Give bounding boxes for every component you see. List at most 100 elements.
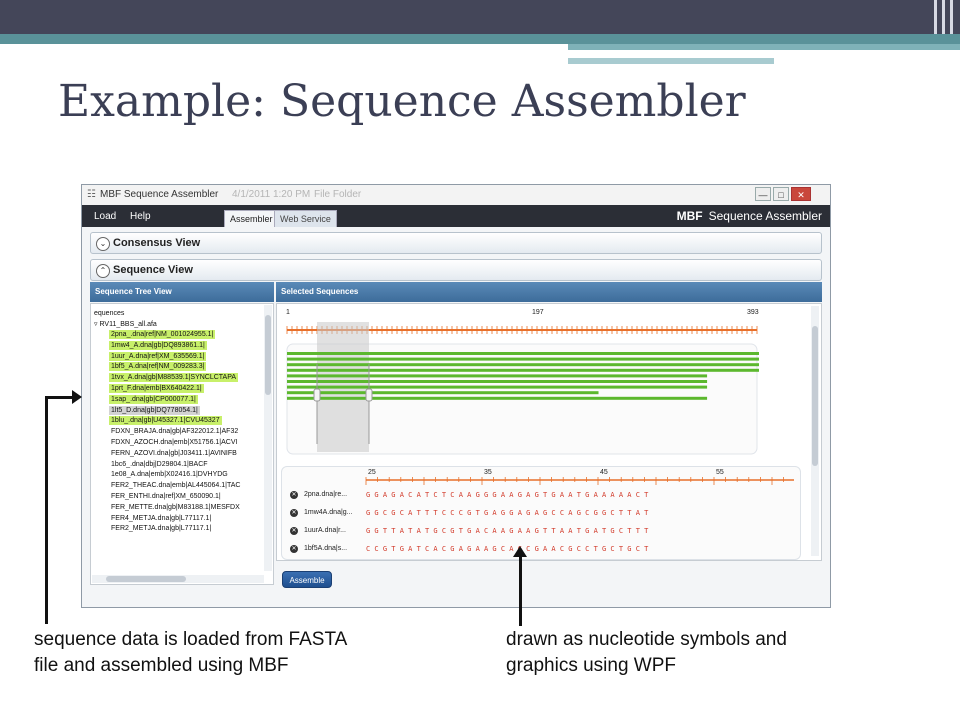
selected-vertical-scrollbar[interactable]: [811, 306, 819, 556]
tree-item[interactable]: FER_ENTHI.dna|ref|XM_650090.1|: [109, 493, 223, 500]
close-button[interactable]: ✕: [791, 187, 811, 201]
tree-item-label: 1sap_.dna|gb|CP000077.1|: [109, 394, 198, 404]
right-caption-line: drawn as nucleotide symbols and: [506, 629, 787, 650]
coverage-bar: [287, 352, 759, 355]
tab-web-service[interactable]: Web Service: [274, 210, 337, 227]
coverage-bar: [287, 368, 759, 372]
selection-right-handle[interactable]: [365, 388, 373, 402]
coverage-bar: [287, 391, 599, 395]
tree-item[interactable]: 1bc6_.dna|dbj|D29804.1|BACF: [109, 461, 210, 468]
remove-sequence-icon[interactable]: ✕: [290, 527, 298, 535]
nucleotide-sequence: C C G T G A T C A C G A G A A G C A G C …: [366, 545, 649, 553]
tree-item[interactable]: FDXN_AZOCH.dna|emb|X51756.1|ACVI: [109, 439, 239, 446]
left-caption-line: file and assembled using MBF: [34, 655, 289, 676]
tree-horizontal-scrollbar[interactable]: [92, 575, 264, 583]
tree-item-label: 1bf5_A.dna|ref|NM_009283.3|: [109, 362, 207, 372]
scroll-thumb[interactable]: [812, 326, 818, 466]
tree-item[interactable]: 1e08_A.dna|emb|X02416.1|DVHYDG: [109, 471, 230, 478]
tree-root[interactable]: equences: [94, 310, 125, 317]
tree-item-label: FER2_THEAC.dna|emb|AL445064.1|TAC: [111, 482, 241, 490]
tree-item[interactable]: 1lt5_D.dna|gb|DQ778054.1|: [109, 405, 200, 415]
window-title-ghost-text: File Folder: [314, 189, 362, 200]
menu-load[interactable]: Load: [94, 211, 117, 222]
tree-item[interactable]: 1bf5_A.dna|ref|NM_009283.3|: [109, 362, 207, 372]
sequence-row: ✕1mw4A.dna|g...: [290, 509, 353, 517]
tree-item-label: 1blu_.dna|gb|U45327.1|CVU45327: [109, 416, 222, 426]
tree-item[interactable]: 1uur_A.dna|ref|XM_635569.1|: [109, 351, 207, 361]
tree-item-label: 1prt_F.dna|emb|BX640422.1|: [109, 384, 204, 393]
coverage-bar: [287, 357, 759, 361]
selection-left-handle[interactable]: [313, 388, 321, 402]
ruler-start-label: 1: [286, 309, 290, 316]
remove-sequence-icon[interactable]: ✕: [290, 545, 298, 553]
chevron-up-icon[interactable]: ⌃: [96, 264, 110, 278]
scroll-thumb[interactable]: [265, 315, 271, 395]
tree-item[interactable]: FER_METTE.dna|gb|M83188.1|MESFDX: [109, 504, 242, 511]
maximize-button[interactable]: □: [773, 187, 789, 201]
remove-sequence-icon[interactable]: ✕: [290, 491, 298, 499]
tree-vertical-scrollbar[interactable]: [264, 305, 272, 571]
window-title-ghost-text: 4/1/2011 1:20 PM: [232, 189, 311, 200]
left-arrowhead-icon: [72, 390, 82, 404]
consensus-view-label: Consensus View: [113, 237, 201, 249]
sequence-view-expander[interactable]: ⌃ Sequence View: [90, 259, 822, 281]
nucleotide-sequence: G G A G A C A T C T C A A G G G A A G A …: [366, 491, 649, 499]
tree-item[interactable]: FERN_AZOVI.dna|gb|J03411.1|AVINIFB: [109, 450, 239, 457]
chevron-down-icon[interactable]: ⌄: [96, 237, 110, 251]
ruler-mid-label: 197: [532, 309, 544, 316]
right-caption: drawn as nucleotide symbols and graphics…: [506, 627, 787, 679]
sequence-tree-view: equences ▿ RV11_BBS_all.afa 2pna_.dna|re…: [90, 303, 274, 585]
tree-item-label: FERN_AZOVI.dna|gb|J03411.1|AVINIFB: [111, 449, 237, 457]
sequence-name: 1bf5A.dna|s...: [304, 545, 348, 552]
app-window: ☷ MBF Sequence Assembler 4/1/2011 1:20 P…: [81, 184, 831, 608]
sequence-row: ✕ 1bf5A.dna|s...: [290, 545, 347, 553]
slide-teal-band: [0, 34, 960, 44]
tree-item[interactable]: 1blu_.dna|gb|U45327.1|CVU45327: [109, 416, 222, 426]
detail-ruler-label: 25: [368, 469, 376, 476]
detail-ruler-label: 35: [484, 469, 492, 476]
tree-item[interactable]: 1sap_.dna|gb|CP000077.1|: [109, 394, 198, 404]
assemble-button[interactable]: Assemble: [282, 571, 332, 588]
tree-item-label: FDXN_BRAJA.dna|gb|AF322012.1|AF32: [111, 428, 239, 436]
window-titlebar: ☷ MBF Sequence Assembler 4/1/2011 1:20 P…: [82, 185, 830, 206]
coverage-bars: [287, 352, 759, 400]
coverage-bar: [287, 385, 708, 389]
slide-rail-line: [950, 0, 953, 34]
sequence-row: ✕2pna.dna|re...: [290, 491, 347, 499]
selected-sequences-panel: 1 197 393 25 35 45 55 ✕2pna.dna|re...G G…: [276, 303, 822, 561]
sequence-name: 1uurA.dna|r...: [304, 527, 346, 534]
overview-graphic: [286, 322, 759, 455]
ruler-end-label: 393: [747, 309, 759, 316]
right-arrowhead-icon: [513, 546, 527, 557]
brand-text: Sequence Assembler: [708, 209, 822, 223]
selected-sequences-header: Selected Sequences: [276, 282, 822, 302]
coverage-bar: [287, 363, 759, 367]
minimize-button[interactable]: —: [755, 187, 771, 201]
tree-item[interactable]: 2pna_.dna|ref|NM_001024955.1|: [109, 330, 216, 339]
sequence-row: ✕ 1uurA.dna|r...: [290, 527, 346, 535]
tree-item[interactable]: 1mw4_A.dna|gb|DQ893861.1|: [109, 340, 207, 350]
tree-item[interactable]: FER2_THEAC.dna|emb|AL445064.1|TAC: [109, 482, 242, 489]
consensus-view-expander[interactable]: ⌄ Consensus View: [90, 232, 822, 254]
tree-item-label: FER_ENTHI.dna|ref|XM_650090.1|: [111, 493, 221, 500]
detail-ruler: [365, 477, 794, 485]
detail-ruler-label: 45: [600, 469, 608, 476]
right-caption-line: graphics using WPF: [506, 655, 677, 676]
tree-item[interactable]: 1prt_F.dna|emb|BX640422.1|: [109, 384, 204, 393]
tab-assembler[interactable]: Assembler: [224, 210, 279, 227]
slide-top-bar: [0, 0, 960, 34]
tree-item[interactable]: FER4_METJA.dna|gb|L77117.1|: [109, 515, 213, 522]
tree-item[interactable]: FDXN_BRAJA.dna|gb|AF322012.1|AF32: [109, 428, 240, 435]
tree-item[interactable]: 1tvx_A.dna|gb|M88539.1|SYNCLCTAPA: [109, 373, 239, 383]
collapse-arrow-icon[interactable]: ▿: [94, 321, 100, 328]
tree-item[interactable]: FER2_METJA.dna|gb|L77117.1|: [109, 525, 213, 532]
remove-sequence-icon[interactable]: ✕: [290, 509, 298, 517]
tree-item-label: 1lt5_D.dna|gb|DQ778054.1|: [109, 405, 200, 415]
sequence-tree-header: Sequence Tree View: [90, 282, 274, 302]
slide-teal-accent: [568, 44, 960, 50]
tree-file-node[interactable]: ▿ RV11_BBS_all.afa: [94, 320, 157, 328]
menu-help[interactable]: Help: [130, 211, 151, 222]
tree-item-label: FER4_METJA.dna|gb|L77117.1|: [111, 514, 212, 522]
tree-item-label: 2pna_.dna|ref|NM_001024955.1|: [109, 330, 216, 339]
scroll-thumb[interactable]: [106, 576, 186, 582]
